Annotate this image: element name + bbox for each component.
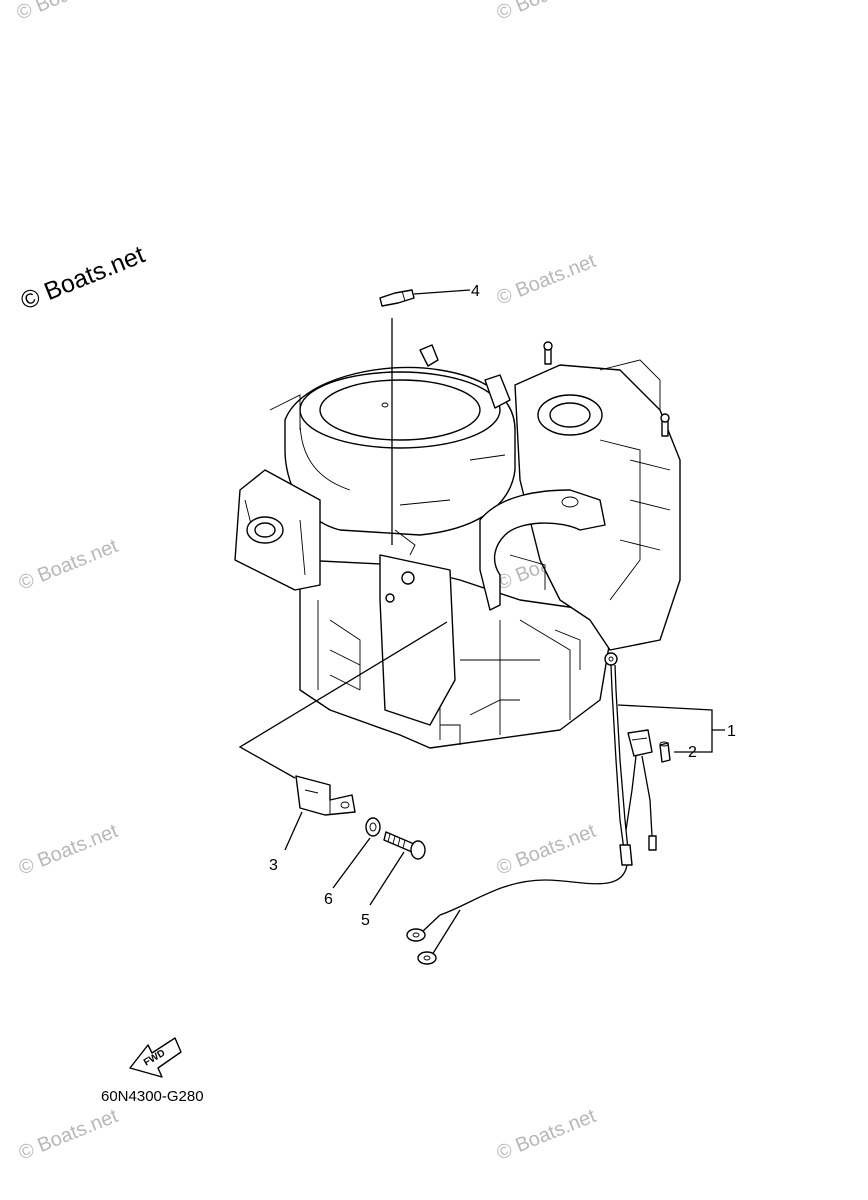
watermark: © Boats.net	[494, 0, 600, 25]
callouts: 4 1 2 3 6 5	[269, 283, 736, 929]
callout-5: 5	[361, 912, 370, 929]
watermark: © Boats.net	[14, 0, 120, 25]
part-3-bracket	[284, 775, 356, 851]
callout-3: 3	[269, 857, 278, 874]
part-2-terminal	[659, 741, 671, 763]
callout-bracket-1	[617, 704, 725, 753]
watermark: © Boats.net	[494, 250, 600, 310]
engine-block	[234, 341, 681, 749]
callout-4: 4	[471, 283, 480, 300]
watermark: © Boats.net	[16, 535, 122, 595]
watermark: © Boats.net	[16, 1105, 122, 1165]
callout-6: 6	[324, 891, 333, 908]
part-1-wire-harness	[406, 652, 657, 965]
part-4-clip	[379, 289, 471, 545]
part-5-bolt	[369, 831, 426, 906]
callout-2: 2	[688, 744, 697, 761]
diagram-code: 60N4300-G280	[101, 1088, 204, 1105]
throttle-arm	[479, 489, 606, 611]
watermark-main: © Boats.net	[17, 241, 149, 316]
callout-1: 1	[727, 723, 736, 740]
watermark: © Boats.net	[16, 820, 122, 880]
fwd-arrow: FWD	[129, 1037, 182, 1078]
watermark: © Boats.net	[494, 1105, 600, 1165]
bracket-leader	[238, 621, 448, 779]
watermark: © Boats.net	[494, 820, 600, 880]
crankcase	[299, 559, 611, 749]
part-6-washer	[332, 817, 381, 889]
